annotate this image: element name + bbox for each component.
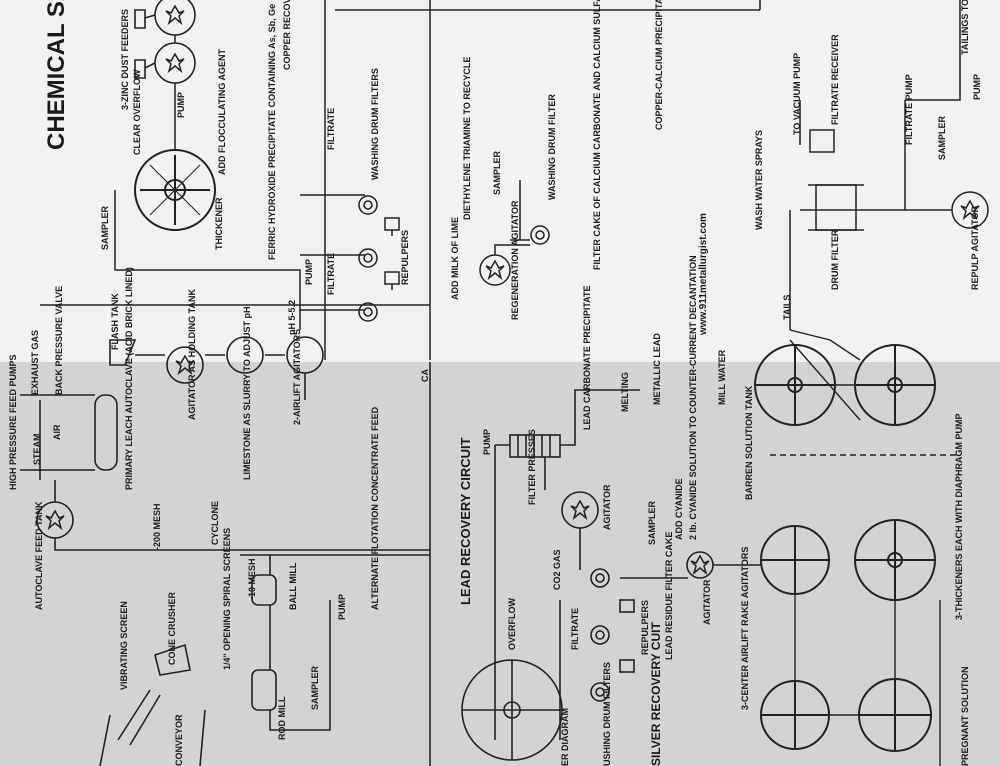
conveyor-label: CONVEYOR	[174, 714, 184, 766]
lead-carbonate-label: LEAD CARBONATE PRECIPITATE	[582, 285, 592, 430]
co2-gas-label: CO2 GAS	[552, 549, 562, 590]
overflow-label: OVERFLOW	[507, 597, 517, 650]
repulpers-label-1: REPULPERS	[400, 230, 410, 285]
to-vacuum-label: TO VACUUM PUMP	[792, 53, 802, 135]
limestone-label: LIMESTONE AS SLURRY TO ADJUST pH	[242, 306, 252, 480]
pregnant-label: PREGNANT SOLUTION	[960, 666, 970, 766]
tails-label: TAILS	[782, 295, 792, 320]
steam-label: STEAM	[32, 434, 42, 466]
agitator-holding-label: AGITATOR AS HOLDING TANK	[187, 289, 197, 420]
lead-residue-label: LEAD RESIDUE FILTER CAKE	[664, 532, 674, 660]
mill-water-label: MILL WATER	[717, 349, 727, 405]
airlift-label: 2-AIRLIFT AGITATORS	[292, 329, 302, 425]
filter-cake-label: FILTER CAKE OF CALCIUM CARBONATE AND CAL…	[592, 0, 602, 270]
upper-left-piping	[40, 0, 430, 360]
exhaust-label: EXHAUST GAS	[30, 330, 40, 395]
grinding-equipment	[20, 336, 431, 766]
air-label: AIR	[52, 424, 62, 440]
pump-label-1: PUMP	[176, 92, 186, 118]
copper-calcium-label: COPPER-CALCIUM PRECIPITATE CONTAINING SO…	[654, 0, 664, 130]
copper-circuit-label: COPPER RECOVERY CIRCU	[282, 0, 292, 70]
clear-overflow-label: CLEAR OVERFLOW	[132, 69, 142, 155]
cyclone-label: CYCLONE	[210, 501, 220, 545]
zinc-dust-feeders	[134, 0, 196, 84]
filter-presses-label: FILTER PRESSES	[527, 429, 537, 505]
mesh200-label: -200 MESH	[152, 503, 162, 550]
tailings-label: TAILINGS TO WASTE	[960, 0, 970, 55]
drum-filter-label: DRUM FILTER	[830, 229, 840, 290]
sampler-label-4: SAMPLER	[310, 665, 320, 710]
filtrate-label-1: FILTRATE	[326, 108, 336, 150]
metallic-lead-label: METALLIC LEAD	[652, 333, 662, 405]
thickener	[134, 149, 216, 231]
hp-pumps-label: HIGH PRESSURE FEED PUMPS	[8, 354, 18, 490]
silver-circuit-label: SILVER RECOVERY CUIT	[649, 622, 663, 766]
repulp-agitator-label: REPULP AGITATOR	[970, 205, 980, 290]
add-flocc-label: ADD FLOCCULATING AGENT	[217, 49, 227, 175]
ushing-drum-label: USHING DRUM FILTERS	[602, 662, 612, 766]
alt-flotation-label: ALTERNATE FLOTATION CONCENTRATE FEED	[370, 406, 380, 610]
autoclave-feed-label: AUTOCLAVE FEED TANK	[34, 501, 44, 610]
washing-drum-label: WASHING DRUM FILTERS	[370, 68, 380, 180]
ccd-thickeners	[754, 344, 936, 752]
drum-filter-unit	[335, 0, 989, 330]
sampler-label-1: SAMPLER	[100, 205, 110, 250]
repulpers-label-2: REPULPERS	[640, 600, 650, 655]
cone-crusher-label: CONE CRUSHER	[167, 591, 177, 665]
ccd-piping	[713, 329, 960, 766]
zinc-dust-label: 3-ZINC DUST FEEDERS	[120, 9, 130, 110]
pump-label-4: PUMP	[337, 594, 347, 620]
melting-label: MELTING	[620, 372, 630, 412]
add-cyanide-label: ADD CYANIDE	[674, 478, 684, 540]
washing-drum-filters	[358, 195, 400, 322]
flash-tank-label: FLASH TANK	[110, 293, 120, 350]
lead-recovery-equipment	[461, 389, 714, 761]
vibrating-screen-label: VIBRATING SCREEN	[119, 601, 129, 690]
add-milk-lime-label: ADD MILK OF LIME	[450, 217, 460, 300]
filtrate-receiver-label: FILTRATE RECEIVER	[830, 34, 840, 125]
filtrate-label-2: FILTRATE	[326, 253, 336, 295]
filtrate-pump-label: FILTRATE PUMP	[904, 74, 914, 145]
back-pressure-label: BACK PRESSURE VALVE	[54, 286, 64, 395]
autoclave-label: PRIMARY LEACH AUTOCLAVE (ACID BRICK LINE…	[124, 267, 134, 490]
washing-drum-single-label: WASHING DRUM FILTER	[547, 94, 557, 200]
diethylene-label: DIETHYLENE TRIAMINE TO RECYCLE	[462, 57, 472, 220]
lower-page-section	[0, 362, 1000, 766]
pump-label-2: PUMP	[304, 259, 314, 285]
regeneration-agitator	[429, 0, 550, 360]
barren-label: BARREN SOLUTION TANK	[744, 385, 754, 500]
agitator-label-2: AGITATOR	[702, 579, 712, 625]
rod-mill-label: ROD MILL	[277, 696, 287, 740]
lead-circuit-label: LEAD RECOVERY CIRCUIT	[458, 437, 473, 605]
spiral-screens-label: 1/4" OPENING SPIRAL SCREENS	[222, 528, 232, 670]
wash-water-label: WASH WATER SPRAYS	[754, 130, 764, 230]
ball-mill-label: BALL MILL	[288, 562, 298, 610]
ca-label: CA	[420, 369, 430, 382]
source-url: www.911metallurgist.com	[698, 213, 709, 336]
ph-label: pH 5-5.2	[287, 300, 297, 335]
rake-agitators-label: 3-CENTER AIRLIFT RAKE AGITATORS	[740, 547, 750, 710]
sampler-label-2: SAMPLER	[492, 150, 502, 195]
pump-label-5: PUMP	[482, 429, 492, 455]
sampler-label-5: SAMPLER	[647, 500, 657, 545]
cyanide-solution-label: 2 lb. CYANIDE SOLUTION TO COUNTER-CURREN…	[688, 255, 698, 540]
thickener-label: THICKENER	[214, 197, 224, 250]
diagram-partial-label: ER DIAGRAM	[560, 708, 570, 766]
pump-label-3: PUMP	[972, 74, 982, 100]
regen-agitator-label: REGENERATION AGITATOR	[510, 200, 520, 320]
page-title: CHEMICAL SA	[43, 0, 70, 150]
ferric-label: FERRIC HYDROXIDE PRECIPITATE CONTAINING …	[267, 4, 277, 260]
agitator-label-1: AGITATOR	[602, 484, 612, 530]
filtrate-label-3: FILTRATE	[570, 608, 580, 650]
sampler-label-3: SAMPLER	[937, 115, 947, 160]
thickeners-3-label: 3-THICKENERS EACH WITH DIAPHRAGM PUMP	[954, 413, 964, 620]
